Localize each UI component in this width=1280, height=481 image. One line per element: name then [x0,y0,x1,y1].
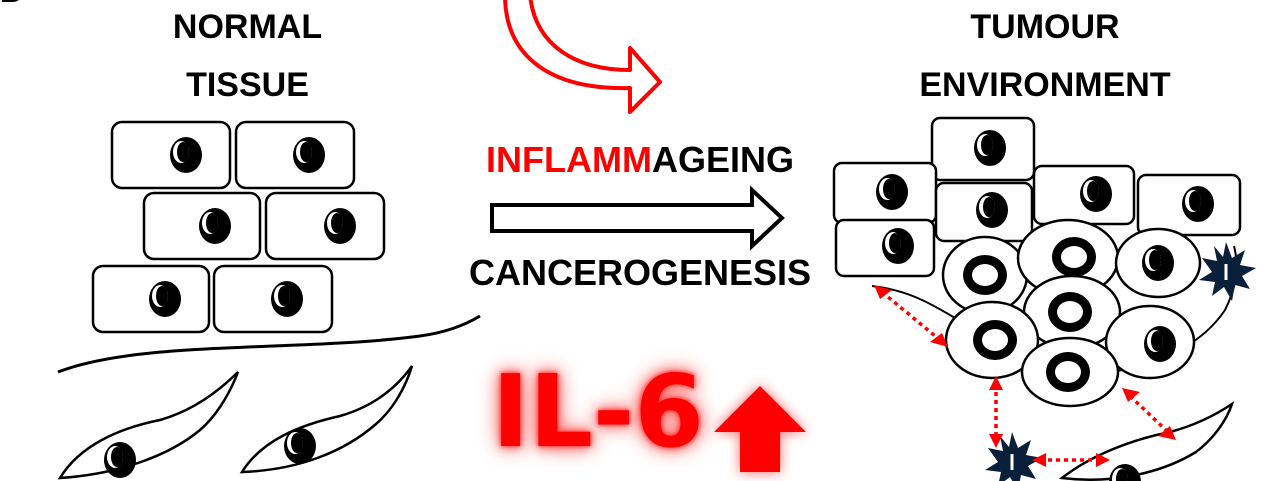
normal-tissue-title-line-1: NORMAL [172,8,323,46]
normal-epithelial-cells [91,120,386,334]
normal-tissue-title: NORMAL TISSUE [130,10,365,102]
cancer-cell-cluster [941,218,1202,408]
fibroblast [239,365,414,474]
inflammageing-label: INFLAMMAGEING [440,142,840,178]
tumour-environment-title: TUMOUR ENVIRONMENT [860,10,1230,102]
interaction-arrow-heads [874,285,1176,467]
inflammageing-highlight: INFLAMM [486,139,652,180]
tumour-environment-title-line-1: TUMOUR [970,8,1120,46]
transition-arrow [490,185,785,251]
tumour-fibroblast [1058,400,1235,481]
normal-fibroblasts [57,365,414,480]
il6-marker-label: IL-6 [492,353,705,470]
interaction-arrow [880,290,942,342]
panel-letter: B [0,0,22,8]
inflammageing-rest: AGEING [651,139,794,180]
curved-red-arrow [503,0,662,114]
tumour-environment-title-line-2: ENVIRONMENT [919,66,1171,104]
fibroblast [57,371,240,480]
arrow-up-icon [714,386,806,472]
normal-tissue-title-line-2: TISSUE [186,66,309,104]
interaction-arrow [1128,394,1170,434]
immune-cell [1199,242,1256,301]
cancerogenesis-label: CANCEROGENESIS [468,252,812,293]
tumour-epithelial-cells [832,116,1242,278]
basement-membrane [57,314,481,374]
interaction-arrows [880,290,1170,462]
